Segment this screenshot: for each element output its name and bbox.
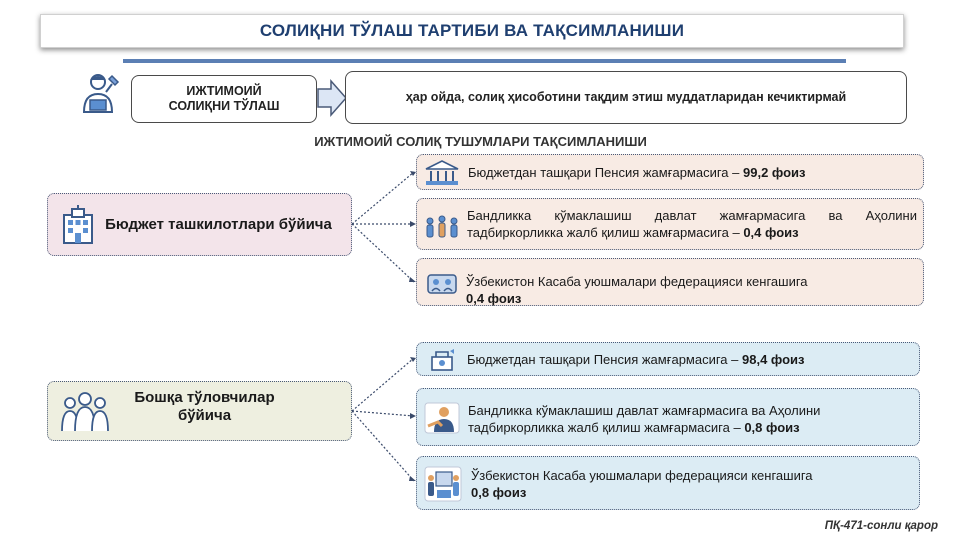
group1-item-3: Ўзбекистон Касаба уюшмалари федерацияси … (416, 258, 924, 306)
presentation-icon (423, 465, 463, 503)
item-text: Бюджетдан ташқари Пенсия жамғармасига – (467, 352, 742, 367)
building-icon (52, 200, 104, 250)
group-icon (56, 386, 114, 436)
item-text: Ўзбекистон Касаба уюшмалари федерацияси … (471, 468, 813, 483)
group-label: Бошқа тўловчилар бўйича (134, 389, 275, 424)
item-text: Бюджетдан ташқари Пенсия жамғармасига – (468, 165, 743, 180)
title-bar: СОЛИҚНИ ТЎЛАШ ТАРТИБИ ВА ТАҚСИМЛАНИШИ (40, 14, 904, 48)
bank-icon (421, 158, 463, 188)
item-value: 0,8 фоиз (744, 420, 800, 435)
item-value: 0,4 фоиз (466, 291, 522, 306)
handshake-icon (423, 401, 461, 435)
group2-item-3: Ўзбекистон Касаба уюшмалари федерацияси … (416, 456, 920, 510)
distribution-subtitle: ИЖТИМОИЙ СОЛИҚ ТУШУМЛАРИ ТАҚСИМЛАНИШИ (314, 134, 647, 149)
group-budget-organizations: Бюджет ташкилотлари бўйича (47, 193, 352, 256)
payment-label-box: ИЖТИМОИЙ СОЛИҚНИ ТЎЛАШ (131, 75, 317, 123)
people-icon (421, 211, 463, 245)
item-text: Ўзбекистон Касаба уюшмалари федерацияси … (466, 274, 808, 289)
title-underline (123, 59, 846, 63)
payment-label: ИЖТИМОИЙ СОЛИҚНИ ТЎЛАШ (168, 84, 280, 113)
group2-item-1: Бюджетдан ташқари Пенсия жамғармасига – … (416, 342, 920, 376)
group1-item-1: Бюджетдан ташқари Пенсия жамғармасига – … (416, 154, 924, 190)
footer-reference: ПҚ-471-сонли қарор (824, 520, 938, 532)
group1-item-2: Бандликка кўмаклашиш давлат жамғармасига… (416, 198, 924, 250)
group-label: Бюджет ташкилотлари бўйича (105, 215, 332, 233)
page-title: СОЛИҚНИ ТЎЛАШ ТАРТИБИ ВА ТАҚСИМЛАНИШИ (259, 21, 685, 40)
group2-item-2: Бандликка кўмаклашиш давлат жамғармасига… (416, 388, 920, 446)
item-text: Бандликка кўмаклашиш давлат жамғармасига… (467, 208, 917, 240)
pension-icon (423, 345, 463, 375)
worker-icon (76, 70, 122, 116)
group-other-payers: Бошқа тўловчилар бўйича (47, 381, 352, 441)
item-text: Бандликка кўмаклашиш давлат жамғармасига… (468, 403, 821, 435)
arrow-right-icon (317, 78, 348, 118)
item-value: 0,4 фоиз (743, 225, 799, 240)
item-value: 98,4 фоиз (742, 352, 805, 367)
item-value: 99,2 фоиз (743, 165, 806, 180)
item-value: 0,8 фоиз (471, 485, 527, 500)
payment-description-box: ҳар ойда, солиқ ҳисоботини тақдим этиш м… (345, 71, 907, 124)
payment-description: ҳар ойда, солиқ ҳисоботини тақдим этиш м… (405, 90, 847, 104)
union-icon (421, 267, 463, 299)
